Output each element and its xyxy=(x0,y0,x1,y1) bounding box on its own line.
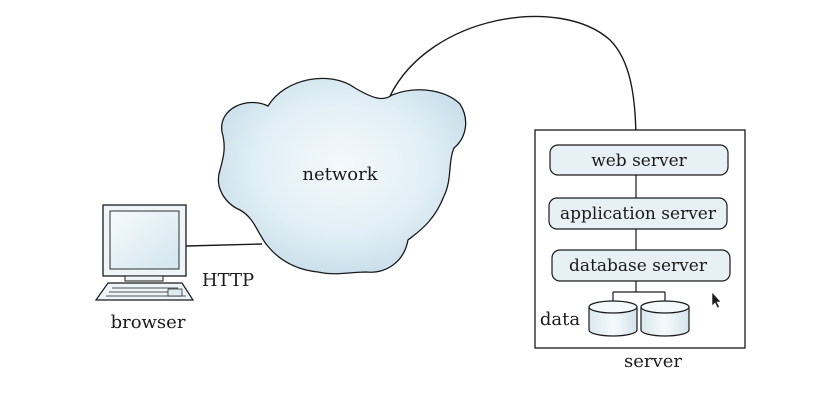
database-cylinder-icon xyxy=(588,300,638,337)
browser-network-connection xyxy=(185,243,263,247)
server-label: server xyxy=(624,351,682,372)
http-label: HTTP xyxy=(202,270,254,291)
data-label: data xyxy=(540,309,580,330)
computer-icon xyxy=(94,204,195,301)
network-cloud xyxy=(217,77,467,275)
database-server-box xyxy=(551,249,731,282)
web-server-label: web server xyxy=(591,151,687,171)
browser-label: browser xyxy=(111,312,186,333)
network-server-connection xyxy=(389,15,637,145)
network-label: network xyxy=(302,164,378,185)
application-server-box xyxy=(548,197,728,230)
web-server-box xyxy=(549,144,729,176)
mouse-cursor-icon xyxy=(711,291,722,309)
application-server-label: application server xyxy=(560,204,717,224)
database-server-label: database server xyxy=(569,256,708,276)
database-cylinder-icon xyxy=(640,300,690,337)
